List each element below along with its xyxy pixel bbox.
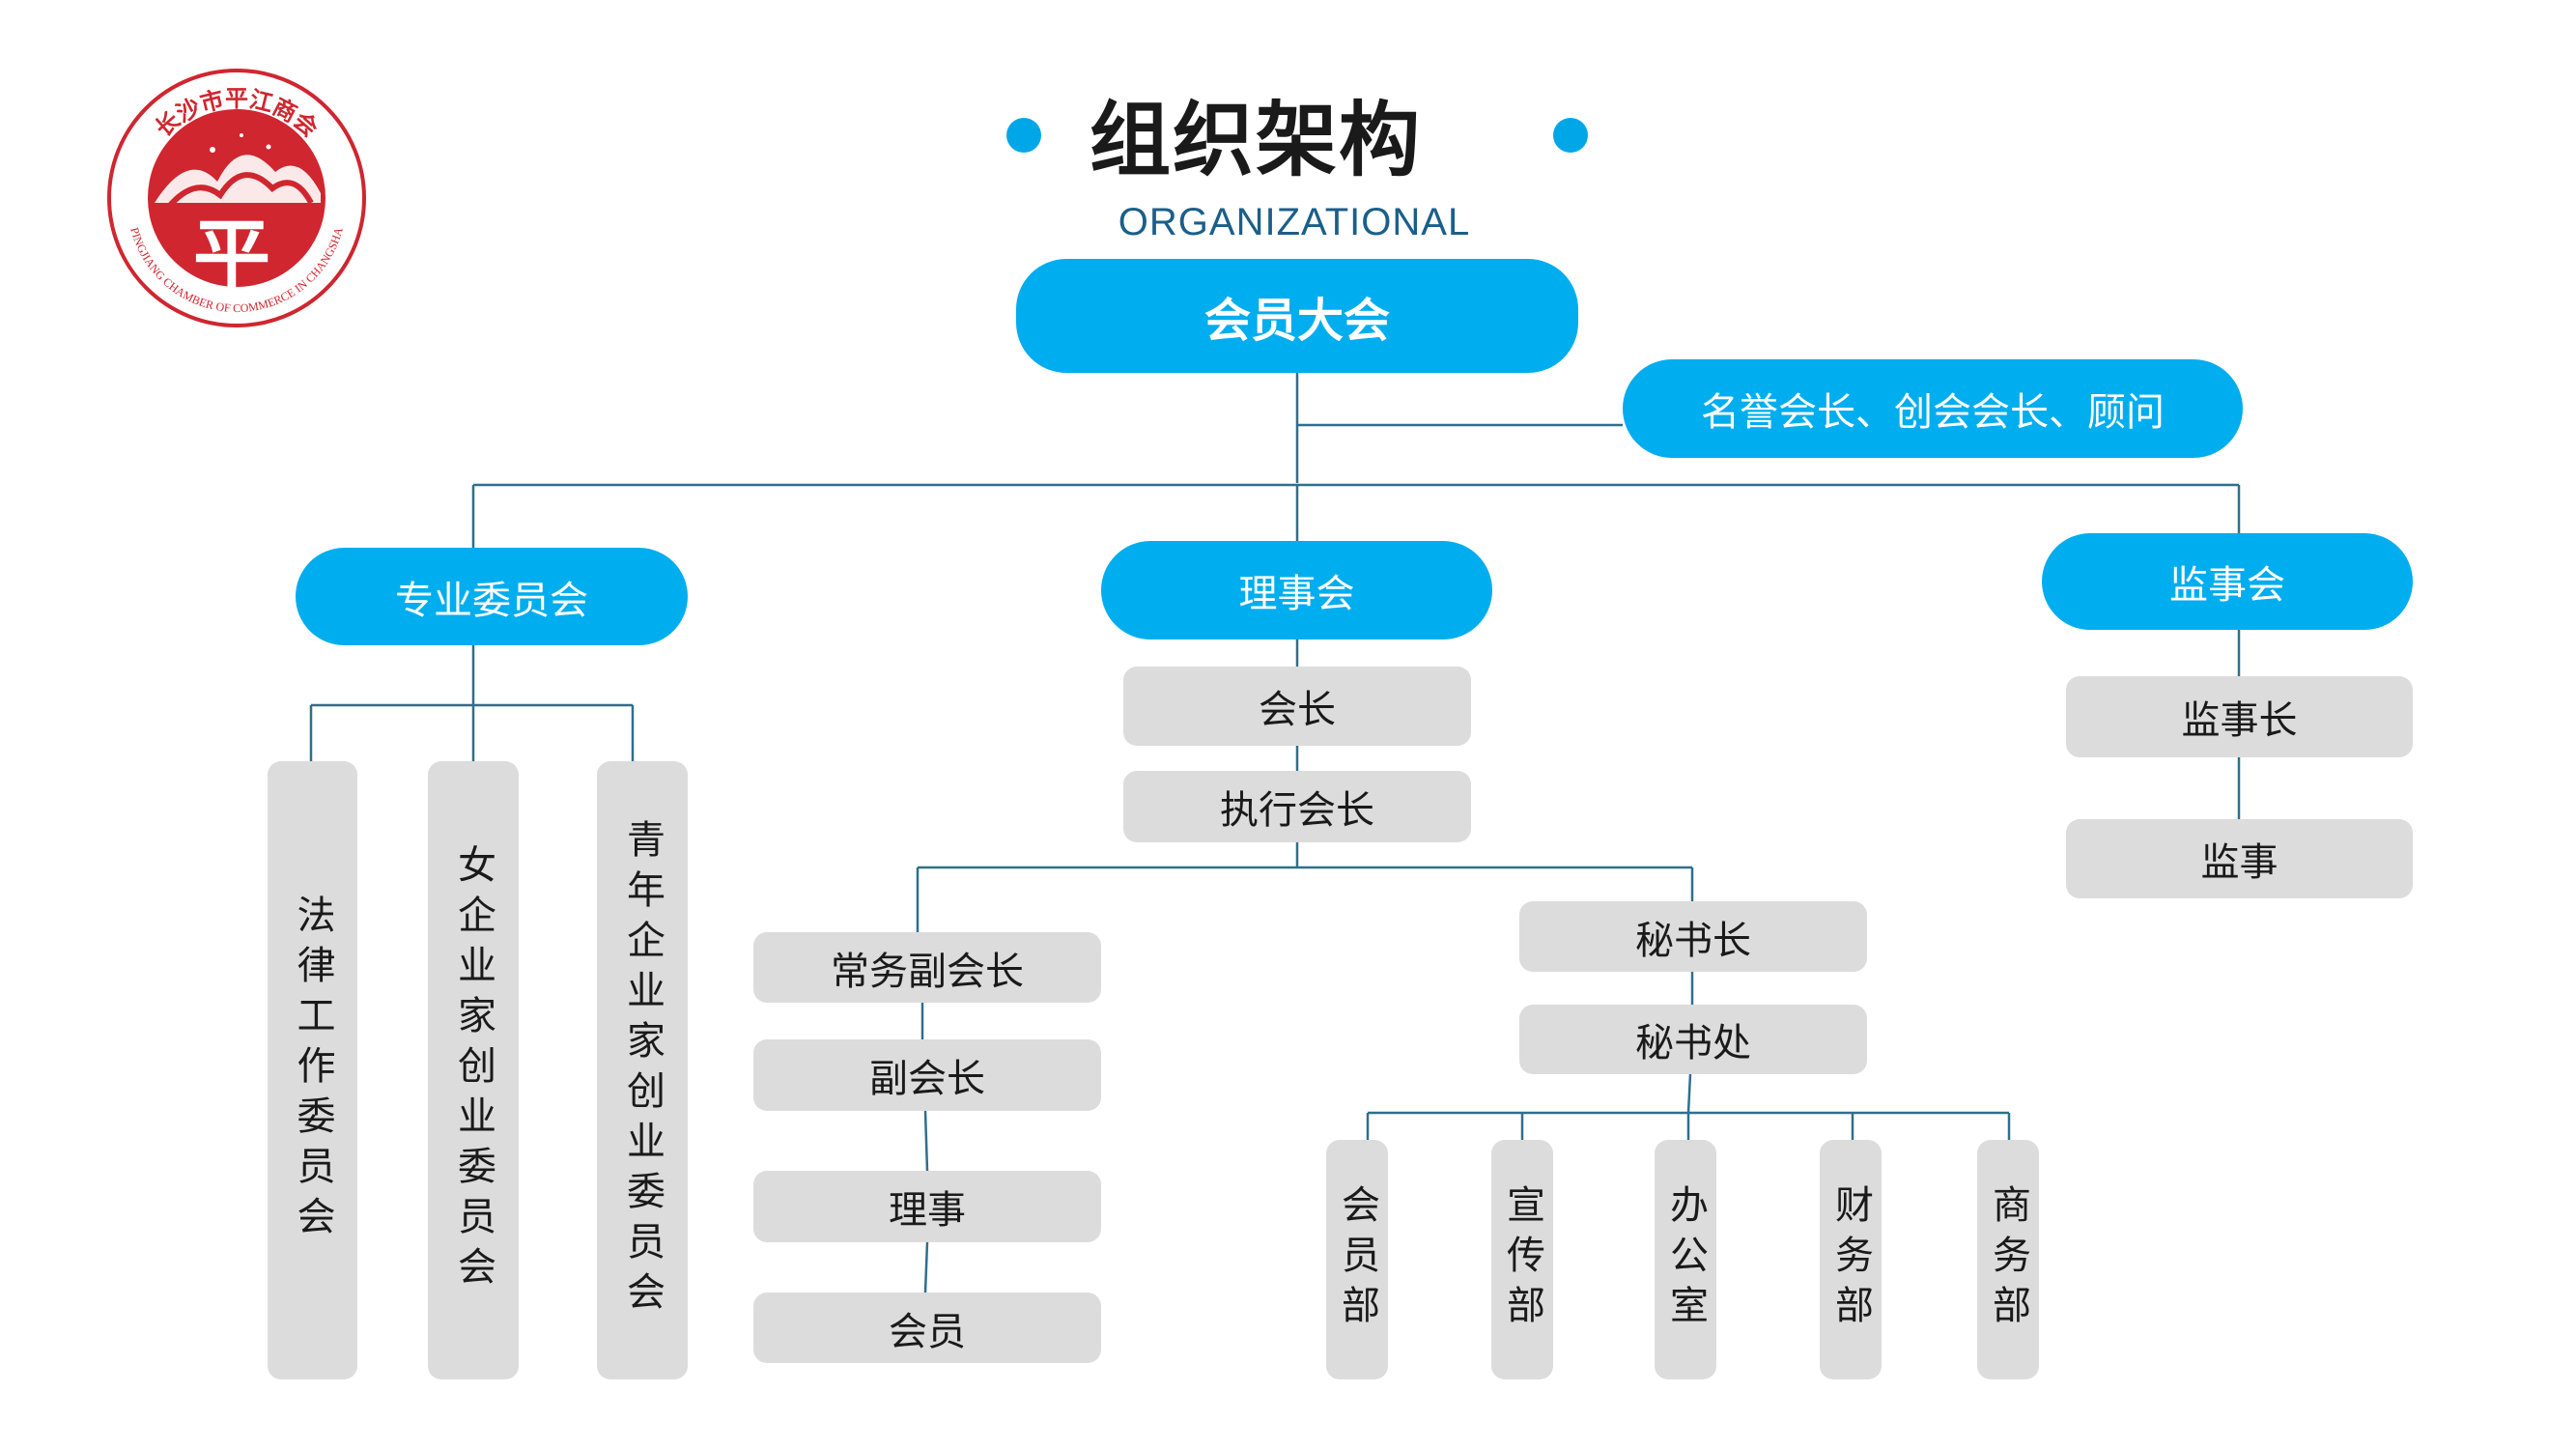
node-supervisory: 监事会 <box>2042 533 2413 630</box>
node-director: 理事 <box>753 1171 1101 1242</box>
node-standing-vice-president: 常务副会长 <box>753 932 1101 1003</box>
node-president: 会长 <box>1123 667 1471 746</box>
node-committee-law: 法律工作委员会 <box>268 761 357 1379</box>
node-dept-office: 办公室 <box>1655 1140 1716 1379</box>
connector-line <box>1686 1073 1692 1114</box>
title-right-dot <box>1553 118 1588 153</box>
connector-line <box>923 1241 929 1293</box>
node-vice-president: 副会长 <box>753 1039 1101 1111</box>
node-supervisor: 监事 <box>2066 819 2413 898</box>
node-assembly: 会员大会 <box>1016 259 1578 373</box>
page-title: 组织架构 <box>1089 93 1422 187</box>
node-honorary: 名誉会长、创会会长、顾问 <box>1623 359 2243 458</box>
node-secretary-general: 秘书长 <box>1519 901 1867 972</box>
node-chief-supervisor: 监事长 <box>2066 676 2413 757</box>
chamber-logo: 平 长沙市平江商会 PINGJIANG CHAMBER OF COMMERCE … <box>107 69 366 327</box>
node-dept-finance: 财务部 <box>1820 1140 1882 1379</box>
node-dept-membership: 会员部 <box>1326 1140 1388 1379</box>
node-executive-president: 执行会长 <box>1123 771 1471 842</box>
node-secretariat: 秘书处 <box>1519 1005 1867 1074</box>
node-member: 会员 <box>753 1293 1101 1363</box>
title-left-dot <box>1006 118 1041 153</box>
node-dept-business: 商务部 <box>1977 1140 2039 1379</box>
node-committee-women: 女企业家创业委员会 <box>428 761 519 1379</box>
node-dept-publicity: 宣传部 <box>1491 1140 1553 1379</box>
node-committees: 专业委员会 <box>296 548 688 645</box>
logo-emblem-char: 平 <box>193 210 270 300</box>
node-council: 理事会 <box>1101 541 1492 639</box>
node-committee-youth: 青年企业家创业委员会 <box>597 761 688 1379</box>
connector-line <box>923 1110 929 1172</box>
page-subtitle: ORGANIZATIONAL <box>1118 201 1471 243</box>
